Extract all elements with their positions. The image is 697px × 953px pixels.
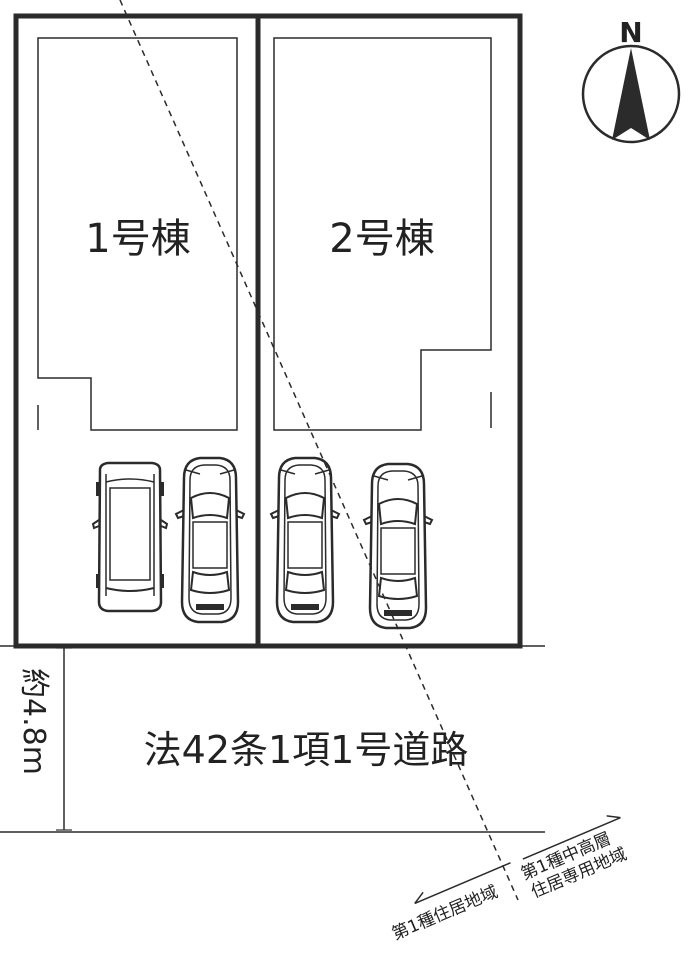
north-label: N [619,16,642,49]
car-1 [91,461,169,613]
car-4 [362,462,434,630]
north-compass-icon: N [581,16,681,144]
lot-boundary [13,13,523,649]
building-1-footprint [37,37,238,431]
building-2-footprint [273,37,492,431]
zoning-arrow-east [522,815,621,860]
car-3 [269,456,341,624]
building-2-label: 2号棟 [329,216,434,262]
zoning-west-label: 第1種住居地域 [389,882,501,944]
road-label: 法42条1項1号道路 [144,728,469,772]
zoning-arrow-west [414,862,511,905]
road-width-label: 約4.8m [16,668,51,775]
building-1-label: 1号棟 [85,216,190,262]
car-2 [174,456,246,624]
